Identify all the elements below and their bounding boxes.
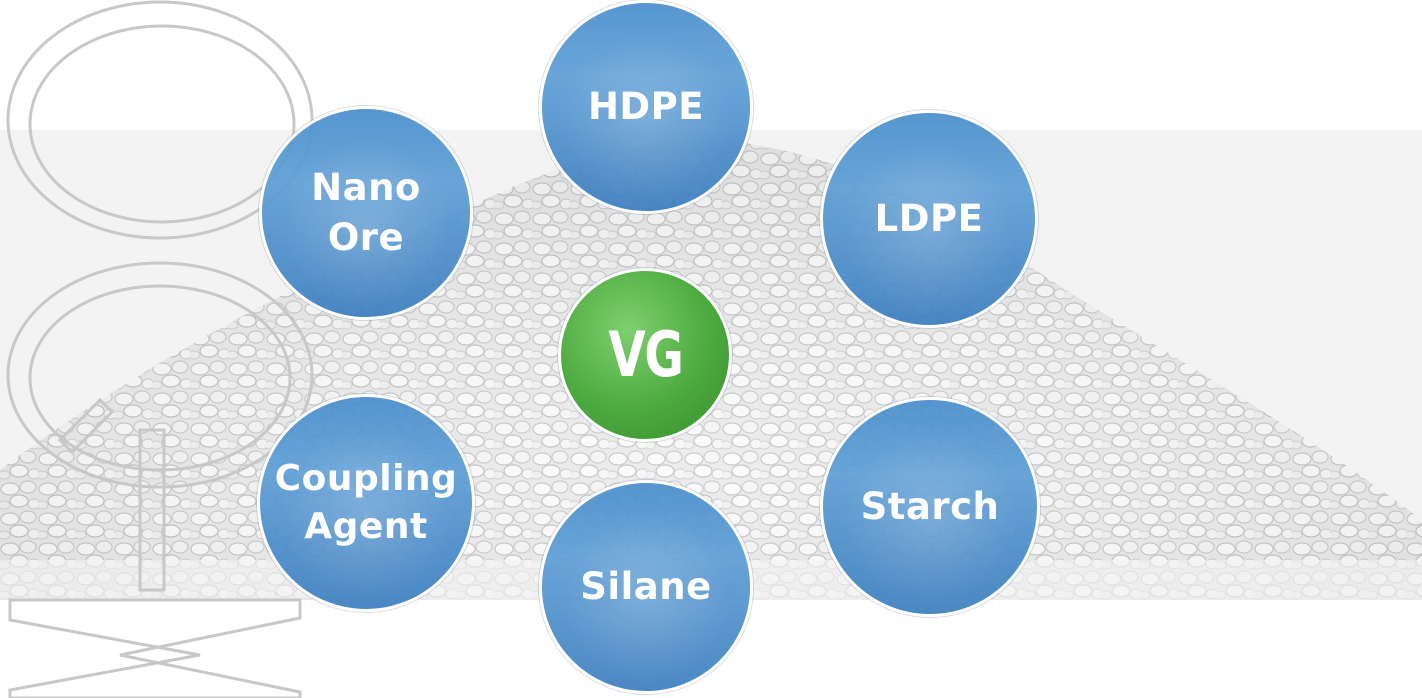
node-ldpe-label: LDPE <box>874 197 984 240</box>
watermark-tail <box>57 397 115 455</box>
node-starch: Starch <box>820 397 1040 617</box>
watermark-ring-mid-outer <box>6 261 314 489</box>
watermark-logo <box>6 0 314 698</box>
node-coupling-agent: Coupling Agent <box>257 394 475 612</box>
node-nano-ore: Nano Ore <box>259 106 473 320</box>
node-vg-center: VG <box>558 268 732 442</box>
watermark-bar <box>138 428 166 592</box>
node-vg-label: VG <box>607 318 684 391</box>
node-silane-label: Silane <box>580 565 712 608</box>
node-hdpe-label: HDPE <box>587 85 705 128</box>
node-starch-label: Starch <box>860 485 1000 528</box>
node-silane: Silane <box>539 480 753 694</box>
node-coupling-agent-label: Coupling Agent <box>274 458 458 547</box>
watermark-ring-mid-inner <box>28 284 292 472</box>
watermark-x-shape <box>8 598 302 698</box>
node-nano-ore-label: Nano Ore <box>311 166 421 259</box>
node-ldpe: LDPE <box>820 110 1038 328</box>
watermark-ring-top-inner <box>28 24 296 224</box>
node-hdpe: HDPE <box>539 0 753 214</box>
